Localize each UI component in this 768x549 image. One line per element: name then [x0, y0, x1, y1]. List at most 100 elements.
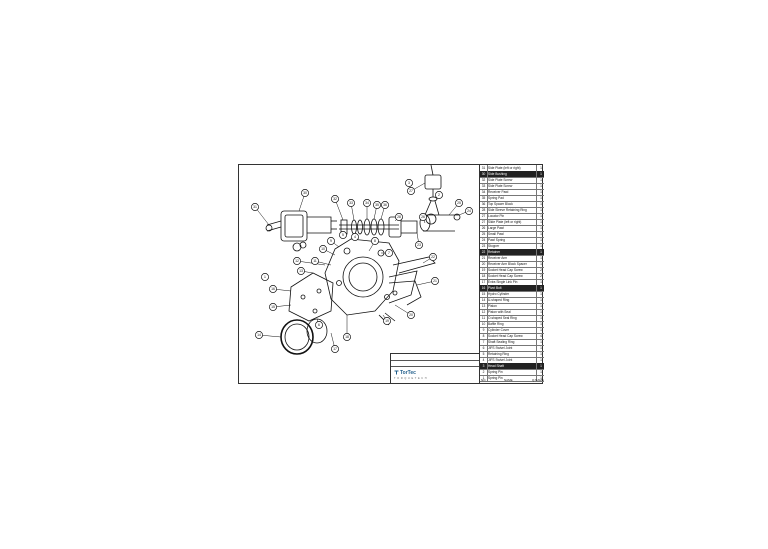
- bom-item-number: 9: [480, 327, 488, 333]
- bom-item-number: 34: [480, 189, 488, 195]
- balloon-label: 10: [321, 247, 325, 251]
- bom-item-number: 27: [480, 219, 488, 225]
- hydraulic-cylinder: [265, 210, 337, 252]
- bom-item-number: 36: [480, 201, 488, 207]
- balloon-circle: [419, 213, 427, 221]
- balloon-label: 35: [375, 203, 379, 207]
- swivel-joint: [424, 165, 442, 225]
- balloon-label: 31: [253, 205, 257, 209]
- bom-item-quantity: 1: [536, 369, 544, 375]
- bom-item-description: Retaining Ring: [488, 352, 509, 356]
- part-balloon: 21: [431, 277, 439, 285]
- balloon-label: 2: [438, 193, 440, 197]
- part-balloon: 23: [415, 241, 423, 249]
- bom-item-description: Retainer: [488, 250, 501, 254]
- bom-item-number: 21: [480, 255, 488, 261]
- bom-item-description: Spring Pin: [488, 370, 503, 374]
- bom-item-number: 26: [480, 225, 488, 231]
- part-balloon: 30: [301, 189, 309, 197]
- balloon-label: 4: [354, 235, 356, 239]
- balloon-label: 34: [365, 201, 369, 205]
- bom-item-quantity: 1: [536, 249, 544, 255]
- bom-item-quantity: 1: [536, 351, 544, 357]
- balloon-circle: [455, 199, 463, 207]
- balloon-label: 5: [342, 233, 344, 237]
- bom-item-number: 11: [480, 315, 488, 321]
- bom-item-description: Side Plate Screw: [488, 178, 513, 182]
- part-balloon: 12: [293, 257, 301, 265]
- balloon-label: 32: [333, 197, 337, 201]
- bom-item-description: Head Shaft: [488, 364, 504, 368]
- bom-item-number: 32: [480, 177, 488, 183]
- bom-item-description: Spring Pad: [488, 196, 504, 200]
- bom-item-quantity: 1: [536, 165, 544, 171]
- bom-item-description: Side Bushing: [488, 172, 507, 176]
- bom-item-description: JIFS Swivel Joint: [488, 346, 513, 350]
- head-shaft: [339, 213, 461, 238]
- balloon-label: 24: [467, 209, 471, 213]
- bom-item-number: 33: [480, 183, 488, 189]
- bom-item-description: Hydro Cylinder: [488, 292, 510, 296]
- balloon-circle: [415, 241, 423, 249]
- logo-text: TorTec: [400, 370, 416, 376]
- bom-item-quantity: 1: [536, 201, 544, 207]
- bom-item-quantity: 1: [536, 195, 544, 201]
- balloon-circle: [383, 317, 391, 325]
- bom-item-number: 3: [480, 363, 488, 369]
- bom-item-quantity: 4: [536, 333, 544, 339]
- balloon-label: 23: [417, 243, 421, 247]
- bom-item-quantity: 1: [536, 279, 544, 285]
- bom-item-number: 22: [480, 249, 488, 255]
- part-balloon: 20: [407, 311, 415, 319]
- bom-item-description: Socket Head Cap Screw: [488, 274, 523, 278]
- exploded-assembly-drawing: 3130323334353628272625242322212019181716…: [251, 165, 473, 355]
- part-balloon: 8: [371, 237, 379, 245]
- balloon-label: 8: [374, 239, 376, 243]
- balloon-circle: [331, 345, 339, 353]
- bom-item-description: Piston: [488, 304, 497, 308]
- balloon-label: 3: [408, 181, 410, 185]
- bom-item-quantity: 1: [536, 339, 544, 345]
- bom-item-number: 23: [480, 243, 488, 249]
- bom-item-description: Socket Head Cap Screw: [488, 334, 523, 338]
- bom-item-description: O-shaped Seal Ring: [488, 316, 517, 320]
- part-balloon: 14: [255, 331, 263, 339]
- part-balloon: 17: [331, 345, 339, 353]
- balloon-label: 26: [421, 215, 425, 219]
- bom-item-number: 12: [480, 309, 488, 315]
- balloon-circle: [429, 253, 437, 261]
- balloon-circle: [395, 213, 403, 221]
- bom-item-number: 24: [480, 237, 488, 243]
- bom-item-number: 1: [480, 375, 488, 381]
- bom-item-description: Side Plate Screw: [488, 184, 513, 188]
- balloon-label: 6: [318, 323, 320, 327]
- balloon-circle: [363, 199, 371, 207]
- balloon-circle: [311, 257, 319, 265]
- bom-footer-part: NAME: [504, 378, 513, 382]
- bom-item-description: Spring Pin: [488, 376, 503, 380]
- bom-item-description: Receiver Pawl: [488, 190, 509, 194]
- bom-item-number: 35: [480, 195, 488, 201]
- balloon-circle: [339, 231, 347, 239]
- balloon-label: 22: [431, 255, 435, 259]
- bom-item-number: 8: [480, 333, 488, 339]
- bom-item-quantity: 1: [536, 189, 544, 195]
- bom-item-number: 7: [480, 339, 488, 345]
- balloon-circle: [343, 333, 351, 341]
- balloon-label: 30: [303, 191, 307, 195]
- part-balloon: 3: [405, 179, 413, 187]
- balloon-label: 14: [257, 333, 261, 337]
